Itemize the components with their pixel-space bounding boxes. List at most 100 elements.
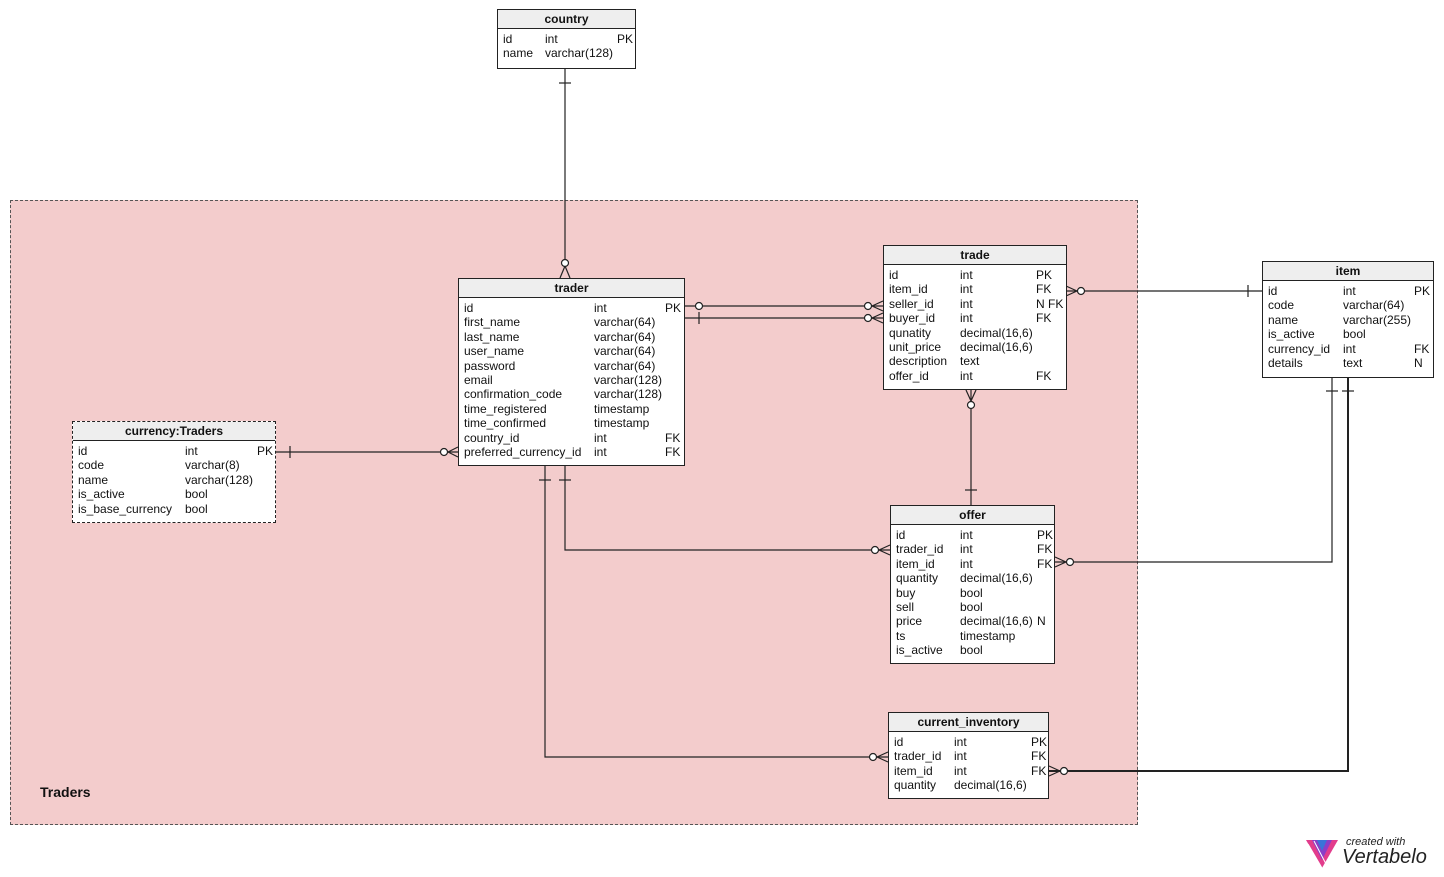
column-type: bool <box>185 501 208 516</box>
column-type: int <box>960 542 973 557</box>
column-type: int <box>185 444 198 458</box>
column-name: quantity <box>894 778 937 793</box>
column-type: bool <box>960 585 983 600</box>
column-key: N <box>1037 614 1046 629</box>
column-name: preferred_currency_id <box>464 444 582 459</box>
column-name: qunatity <box>889 325 932 340</box>
column-name: price <box>896 614 923 629</box>
column-name: is_active <box>1268 327 1315 342</box>
column-type: int <box>960 556 973 571</box>
column-type: int <box>960 282 973 297</box>
column-name: id <box>894 735 904 749</box>
column-type: int <box>954 749 967 764</box>
column-name: offer_id <box>889 368 929 383</box>
column-type: varchar(64) <box>594 329 656 344</box>
table-header: current_inventory <box>889 713 1048 732</box>
column-row: unit_price decimal(16,6) <box>884 340 1066 354</box>
table-header: offer <box>891 506 1054 525</box>
column-type: varchar(128) <box>185 472 254 487</box>
column-name: time_confirmed <box>464 416 547 431</box>
column-row: last_name varchar(64) <box>459 330 684 344</box>
table-header: trader <box>459 279 684 298</box>
table-header: trade <box>884 246 1066 265</box>
column-type: int <box>954 735 967 749</box>
column-type: bool <box>1343 327 1366 342</box>
column-name: user_name <box>464 344 525 359</box>
column-type: int <box>1343 341 1356 356</box>
column-type: timestamp <box>594 401 650 416</box>
column-name: time_registered <box>464 401 547 416</box>
column-key: FK <box>1037 542 1053 557</box>
column-type: varchar(64) <box>594 358 656 373</box>
column-type: int <box>960 296 973 311</box>
column-name: password <box>464 358 516 373</box>
column-type: decimal(16,6) <box>960 614 1033 629</box>
column-type: varchar(8) <box>185 458 240 473</box>
column-key: FK <box>1414 341 1430 356</box>
column-row: is_base_currency bool <box>73 502 275 516</box>
vertabelo-logo-icon <box>1306 840 1338 869</box>
column-row: price decimal(16,6) N <box>891 614 1054 628</box>
column-type: int <box>594 444 607 459</box>
column-key: N FK <box>1036 296 1064 311</box>
column-name: email <box>464 372 493 387</box>
column-type: varchar(255) <box>1343 312 1412 327</box>
column-name: id <box>464 301 474 315</box>
column-name: last_name <box>464 329 520 344</box>
column-name: is_base_currency <box>78 501 173 516</box>
column-name: name <box>503 46 534 61</box>
column-name: name <box>1268 312 1299 327</box>
column-name: item_id <box>896 556 935 571</box>
column-row: is_active bool <box>1263 327 1433 341</box>
column-name: trader_id <box>894 749 942 764</box>
column-type: bool <box>960 599 983 614</box>
vertabelo-logo: created with Vertabelo <box>1304 834 1436 870</box>
table-header: item <box>1263 262 1433 281</box>
column-name: code <box>1268 298 1295 313</box>
column-type: decimal(16,6) <box>960 339 1033 354</box>
column-type: varchar(64) <box>594 315 656 330</box>
column-row: trader_id int FK <box>891 542 1054 556</box>
column-key: PK <box>665 301 682 315</box>
column-type: int <box>960 368 973 383</box>
column-name: is_active <box>896 643 943 658</box>
column-name: trader_id <box>896 542 944 557</box>
column-name: item_id <box>894 763 933 778</box>
column-type: bool <box>960 643 983 658</box>
column-type: int <box>960 528 973 542</box>
column-type: int <box>960 311 973 326</box>
column-name: unit_price <box>889 339 942 354</box>
brand-name: Vertabelo <box>1342 846 1427 868</box>
column-row: is_active bool <box>891 643 1054 657</box>
column-key: PK <box>617 32 634 46</box>
